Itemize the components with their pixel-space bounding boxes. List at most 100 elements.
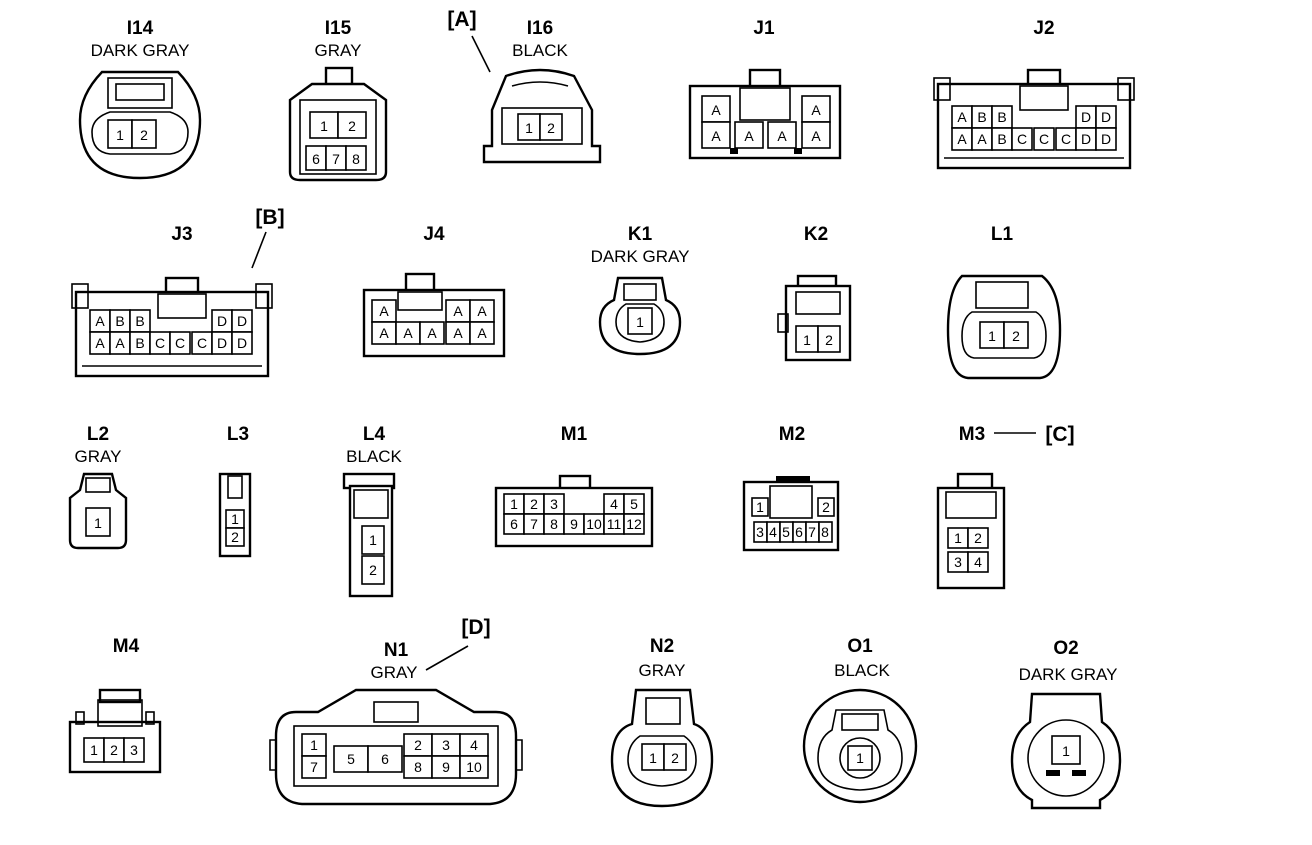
connector-face bbox=[293, 725, 499, 787]
connector-I15: I15 GRAY 1 2 6 7 8 bbox=[288, 18, 388, 182]
pin-label: 5 bbox=[782, 524, 790, 540]
connector-face bbox=[299, 99, 377, 175]
connector-N1: N1 GRAY 1 5 6 2 3 4 7 8 9 10 bbox=[269, 640, 523, 806]
connector-L1: L1 1 2 bbox=[946, 224, 1062, 380]
pin-cell bbox=[979, 321, 1005, 349]
connector-L3: L3 1 2 bbox=[218, 424, 252, 558]
pin-label: 10 bbox=[586, 516, 602, 532]
pin-cell bbox=[751, 497, 769, 517]
pin-cell bbox=[1051, 735, 1081, 765]
pin-grid bbox=[503, 493, 645, 535]
pin-label: 1 bbox=[803, 332, 811, 348]
pin-label: 6 bbox=[795, 524, 803, 540]
pin-cell bbox=[801, 95, 831, 123]
connector-ear bbox=[515, 739, 523, 771]
connector-M1: M1 1 2 3 4 5 6 7 8 9 10 11 12 bbox=[494, 424, 654, 548]
pin-cell bbox=[337, 111, 367, 139]
pin-label: 2 bbox=[231, 529, 239, 545]
connector-id: N2 bbox=[650, 636, 674, 657]
connector-post bbox=[145, 711, 155, 725]
pin-label: B bbox=[997, 131, 1006, 147]
connector-id: L3 bbox=[227, 424, 249, 445]
pin-label: C bbox=[1017, 131, 1027, 147]
pin-cell bbox=[419, 321, 445, 345]
callout-label: [A] bbox=[447, 8, 476, 31]
callout-A: [A] bbox=[447, 8, 491, 73]
pin-cell bbox=[231, 331, 253, 355]
connector-id: I15 bbox=[325, 18, 352, 39]
connector-latch bbox=[623, 283, 657, 301]
pin-label: 3 bbox=[550, 496, 558, 512]
pin-label: D bbox=[217, 313, 227, 329]
connector-key bbox=[1072, 770, 1086, 776]
pin-cell bbox=[767, 121, 797, 149]
pin-cell bbox=[1095, 127, 1117, 151]
pin-label: D bbox=[1081, 109, 1091, 125]
connector-latch bbox=[769, 485, 813, 519]
connector-ear bbox=[255, 283, 273, 309]
pin-label: C bbox=[1061, 131, 1071, 147]
pin-cell bbox=[817, 497, 835, 517]
connector-color: BLACK bbox=[512, 41, 568, 60]
connector-face bbox=[627, 735, 697, 787]
connector-M2: M2 1 2 3 4 5 6 7 8 bbox=[742, 424, 840, 552]
connector-latch bbox=[645, 697, 681, 725]
pin-label: 3 bbox=[954, 554, 962, 570]
pin-cell bbox=[627, 307, 653, 335]
pin-label: 2 bbox=[547, 120, 555, 136]
connector-I16: I16 BLACK 1 2 bbox=[482, 18, 602, 164]
pin-label: A bbox=[379, 303, 389, 319]
pin-label: B bbox=[135, 313, 144, 329]
pin-label: 1 bbox=[1062, 743, 1070, 759]
connector-side-rib bbox=[777, 313, 789, 333]
connector-id: M3 bbox=[959, 424, 985, 445]
pin-label: 6 bbox=[312, 151, 320, 167]
pin-label: A bbox=[477, 325, 487, 341]
pin-label: 1 bbox=[525, 120, 533, 136]
pin-label: C bbox=[197, 335, 207, 351]
connector-id: L2 bbox=[87, 424, 109, 445]
connector-lock-tab bbox=[98, 688, 142, 704]
connector-L4: L4 BLACK 1 2 bbox=[342, 424, 403, 598]
pin-label: D bbox=[1101, 109, 1111, 125]
pin-label: A bbox=[115, 335, 125, 351]
pin-label: 1 bbox=[954, 530, 962, 546]
pin-label: A bbox=[957, 131, 967, 147]
pin-cell bbox=[459, 755, 489, 779]
pin-cell bbox=[469, 321, 495, 345]
pin-cell bbox=[967, 551, 989, 573]
connector-key bbox=[730, 148, 738, 154]
pin-label: 11 bbox=[607, 516, 622, 532]
connector-O2: O2 DARK GRAY 1 bbox=[1010, 638, 1122, 810]
connector-id: M2 bbox=[779, 424, 805, 445]
pin-label: 1 bbox=[116, 127, 124, 143]
pin-label: 8 bbox=[550, 516, 558, 532]
pin-label: 2 bbox=[140, 127, 148, 143]
pin-label: 7 bbox=[530, 516, 538, 532]
pin-label: 2 bbox=[369, 562, 377, 578]
callout-leader-line bbox=[425, 645, 469, 671]
pin-label: A bbox=[379, 325, 389, 341]
pin-cell bbox=[847, 745, 873, 771]
connector-id: K1 bbox=[628, 224, 653, 245]
pin-label: A bbox=[95, 335, 105, 351]
pin-label: 6 bbox=[381, 751, 389, 767]
pin-label: D bbox=[1101, 131, 1111, 147]
pin-label: 10 bbox=[466, 759, 482, 775]
pin-label: 7 bbox=[310, 759, 318, 775]
connector-I14: I14 DARK GRAY 1 2 bbox=[78, 18, 202, 180]
connector-id: L1 bbox=[991, 224, 1014, 245]
connector-latch bbox=[841, 713, 879, 731]
pin-label: 1 bbox=[856, 750, 864, 766]
pin-label: 1 bbox=[320, 118, 328, 134]
connector-key bbox=[1046, 770, 1060, 776]
connector-color: GRAY bbox=[371, 663, 418, 682]
pin-label: A bbox=[777, 128, 787, 144]
connector-latch bbox=[85, 477, 111, 493]
pin-label: 5 bbox=[630, 496, 638, 512]
connector-color: DARK GRAY bbox=[591, 247, 690, 266]
connector-id: J3 bbox=[171, 224, 192, 245]
connector-face bbox=[91, 111, 189, 155]
callout-D: [D] bbox=[425, 616, 491, 671]
